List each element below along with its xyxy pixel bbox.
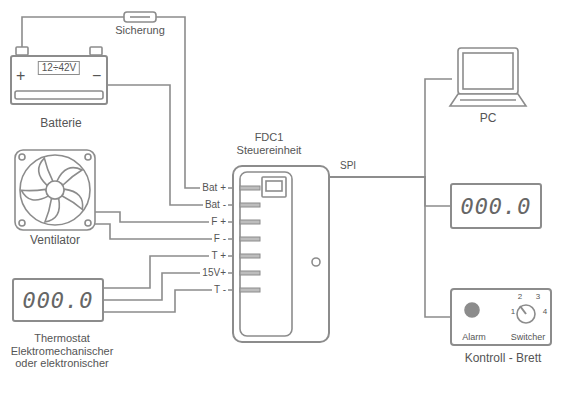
dial-number: 2 [518, 292, 522, 301]
control-label: Switcher [511, 332, 546, 342]
dial-number: 3 [536, 292, 540, 301]
display-value: 000.0 [22, 288, 93, 313]
node-label: Ventilator [30, 234, 80, 248]
fan-screw [19, 154, 25, 160]
alarm-lamp [465, 303, 479, 317]
jack-opening [266, 181, 282, 191]
battery-base [15, 91, 103, 99]
switch-knob [517, 305, 535, 323]
fan-blades [20, 157, 85, 224]
polarity-sign: − [92, 67, 101, 85]
laptop-base [450, 94, 526, 106]
front-panel [240, 172, 292, 336]
bus-name: SPI [338, 160, 358, 171]
pin-name: T - [212, 283, 228, 297]
fan-screw [19, 220, 25, 226]
knob-pointer [520, 306, 526, 314]
fan-hub [46, 181, 64, 199]
pin-name: Bat - [203, 198, 228, 212]
fan-screw [85, 154, 91, 160]
mount-hole [312, 258, 320, 266]
fuse-element [130, 16, 150, 18]
dial-number: 4 [543, 307, 547, 316]
control-panel: AlarmSwitcher1234Kontroll - Brett [450, 288, 552, 346]
pc: PC [452, 48, 524, 110]
node-label: Kontroll - Brett [465, 352, 542, 366]
wire [330, 177, 450, 206]
pin-name: F + [209, 215, 228, 229]
battery: +12÷42V−Batterie [10, 55, 108, 105]
voltage-label: 12÷42V [38, 61, 80, 75]
terminal-pins [240, 186, 260, 292]
node-label: FDC1 Steuereinheit [226, 131, 312, 156]
dial-number: 1 [511, 307, 515, 316]
fan-ring [20, 155, 90, 225]
fuse-symbol [124, 12, 156, 22]
pin-name: Bat + [200, 181, 228, 195]
fan-frame [15, 150, 95, 230]
wire [108, 85, 232, 205]
battery-terminal [90, 47, 102, 55]
display: 000.0 [450, 183, 542, 229]
polarity-sign: + [16, 67, 25, 85]
control-unit: FDC1 Steuereinheit [232, 165, 330, 343]
node-label: Thermostat Elektromechanischer oder elek… [4, 332, 120, 370]
spi-jack [262, 177, 286, 197]
node-label: Batterie [40, 117, 81, 131]
wire [330, 79, 452, 177]
pin-name: T + [209, 249, 228, 263]
fuse-label: Sicherung [113, 24, 167, 36]
thermostat-display: 000.0Thermostat Elektromechanischer oder… [12, 278, 104, 322]
wire [330, 177, 450, 317]
fan: Ventilator [15, 150, 95, 230]
display-value: 000.0 [460, 194, 531, 219]
laptop-keys [460, 99, 516, 101]
control-label: Alarm [462, 332, 486, 342]
laptop-screen [463, 53, 513, 89]
pin-name: F - [212, 232, 228, 246]
pin-name: 15V+ [200, 266, 228, 280]
battery-terminal [16, 47, 28, 55]
node-label: PC [480, 112, 497, 126]
fan-screw [85, 220, 91, 226]
laptop-lid [458, 48, 518, 94]
